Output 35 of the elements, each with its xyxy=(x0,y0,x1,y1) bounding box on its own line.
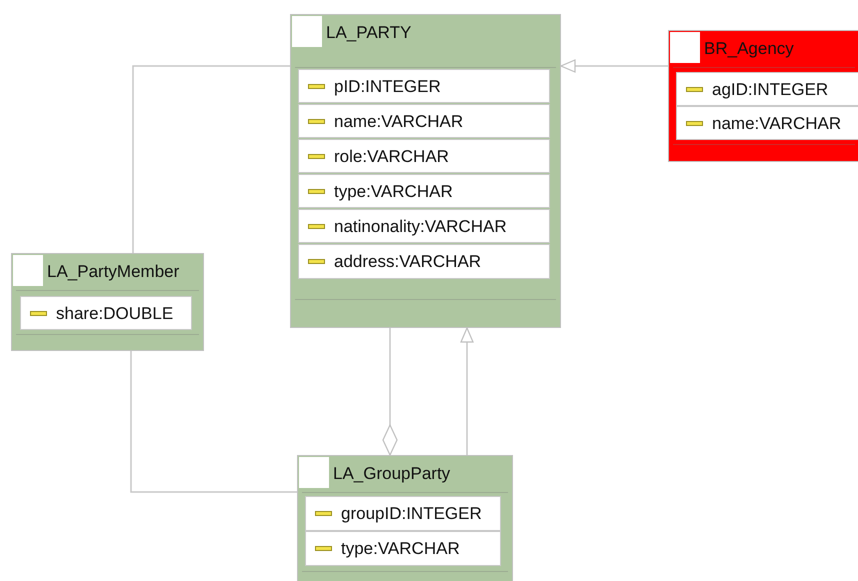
class-box xyxy=(11,253,204,351)
attribute-row xyxy=(298,104,550,138)
attribute-text: share:DOUBLE xyxy=(56,304,174,324)
attribute-text: natinonality:VARCHAR xyxy=(334,217,507,237)
attribute-text: groupID:INTEGER xyxy=(341,504,482,524)
attribute-text: name:VARCHAR xyxy=(334,112,464,132)
class-box xyxy=(668,30,858,162)
attribute-text: type:VARCHAR xyxy=(341,539,460,559)
attribute-row xyxy=(298,139,550,173)
attribute-text: agID:INTEGER xyxy=(712,80,828,100)
class-name: BR_Agency xyxy=(704,39,794,59)
attribute-text: role:VARCHAR xyxy=(334,147,449,167)
attribute-row xyxy=(298,69,550,103)
attribute-row xyxy=(676,72,858,106)
attribute-row xyxy=(298,209,550,243)
attribute-text: name:VARCHAR xyxy=(712,114,842,134)
attribute-row xyxy=(305,496,501,531)
attribute-text: type:VARCHAR xyxy=(334,182,453,202)
class-name: LA_GroupParty xyxy=(333,464,450,484)
generalization-arrow xyxy=(560,59,668,73)
attribute-text: address:VARCHAR xyxy=(334,252,482,272)
association-line xyxy=(130,351,297,493)
class-box xyxy=(297,455,513,581)
attribute-text: pID:INTEGER xyxy=(334,77,441,97)
attribute-row xyxy=(305,531,501,566)
attribute-row xyxy=(676,106,858,140)
association-line xyxy=(132,65,290,253)
attribute-row xyxy=(20,296,192,330)
class-name: LA_PARTY xyxy=(326,23,412,43)
attribute-row xyxy=(298,174,550,208)
generalization-arrow xyxy=(460,327,474,455)
class-name: LA_PartyMember xyxy=(47,262,180,282)
aggregation-line xyxy=(382,328,398,456)
attribute-row xyxy=(298,244,550,279)
class-box xyxy=(290,14,561,328)
